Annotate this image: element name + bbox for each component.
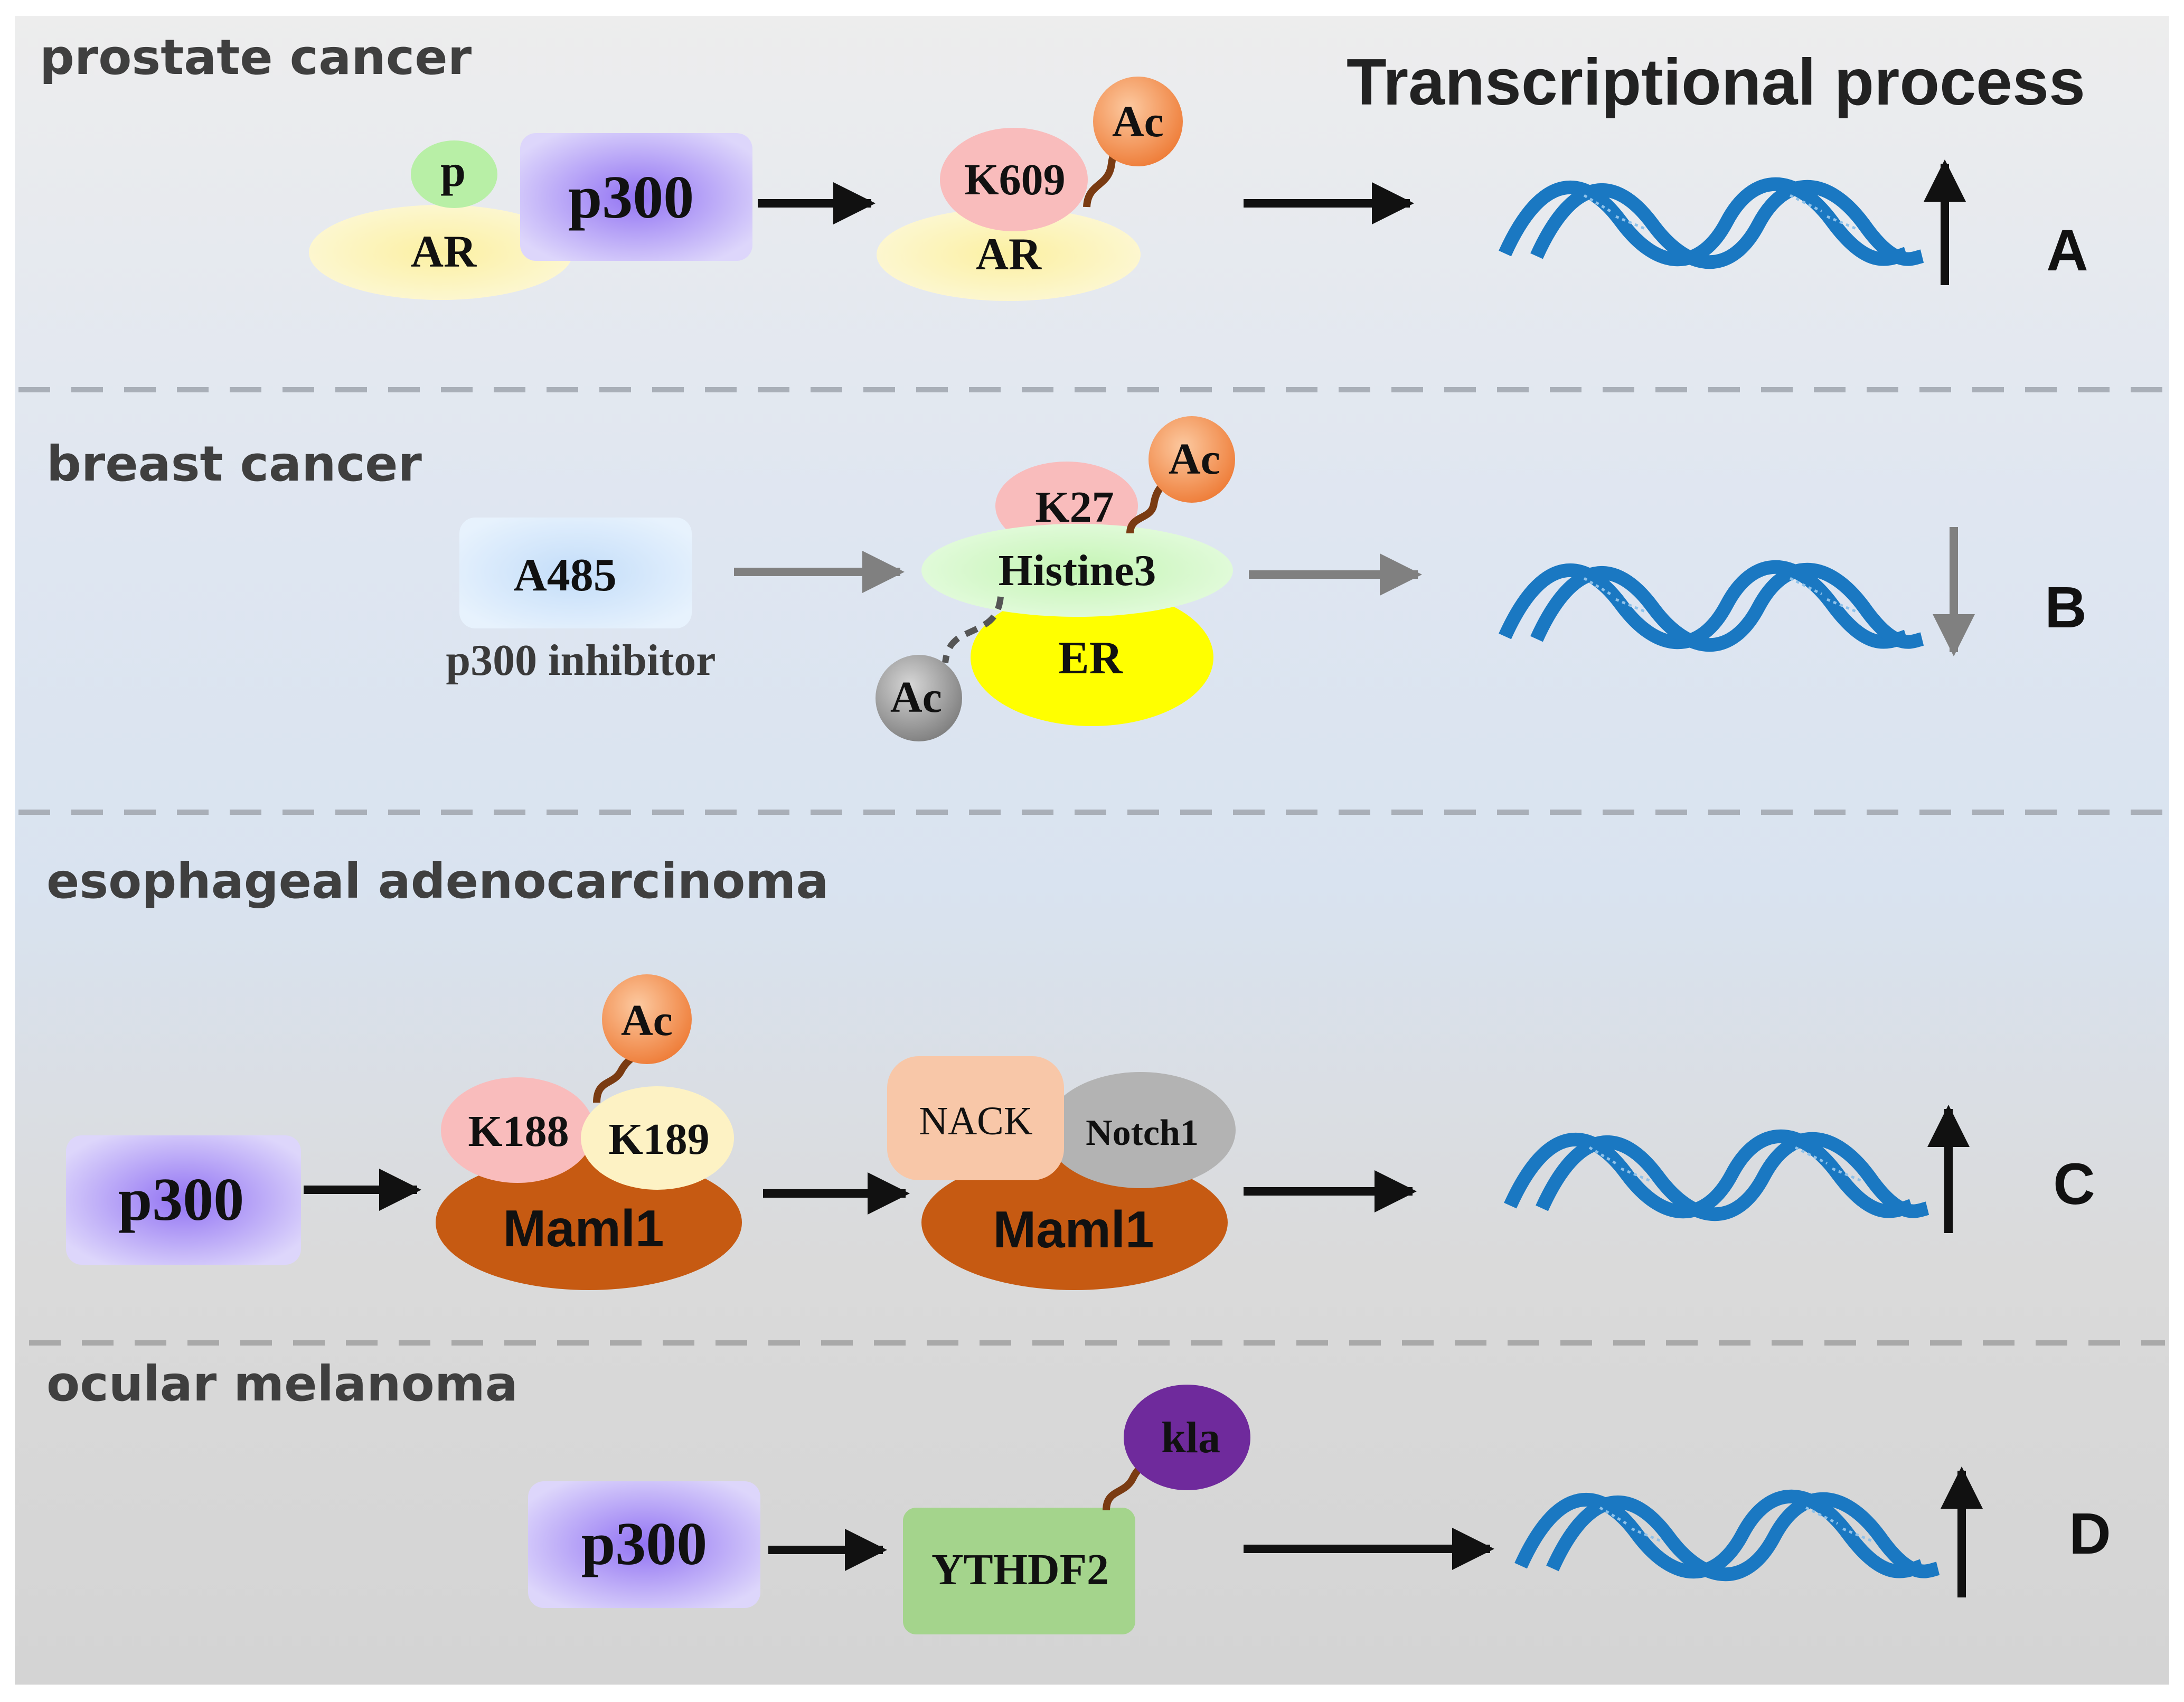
panel-letter-c: C xyxy=(2053,1152,2095,1217)
panel-letter-d: D xyxy=(2069,1501,2111,1566)
figure-title: Transcriptional process xyxy=(1347,46,2085,119)
p300-protein-a xyxy=(520,133,752,261)
ar-protein-left xyxy=(309,205,573,300)
notch1-label: Notch1 xyxy=(1086,1113,1199,1153)
nack-protein xyxy=(887,1056,1064,1180)
ythdf2-protein xyxy=(903,1508,1135,1634)
ythdf2-label: YTHDF2 xyxy=(931,1545,1109,1594)
a485-inhibitor xyxy=(459,518,692,628)
section-label-esophageal: esophageal adenocarcinoma xyxy=(46,853,829,909)
k609-residue xyxy=(940,128,1088,231)
k189-residue xyxy=(581,1086,734,1190)
panel-letter-a: A xyxy=(2046,218,2088,283)
acetyl-group-b xyxy=(1149,416,1235,503)
a485-label: A485 xyxy=(513,550,617,601)
nack-label: NACK xyxy=(919,1099,1032,1143)
acetyl-link-b xyxy=(1126,481,1168,534)
maml1-right xyxy=(921,1155,1228,1290)
er-receptor xyxy=(971,589,1213,726)
k188-label: K188 xyxy=(468,1107,569,1156)
p300-protein-c xyxy=(66,1135,301,1265)
section-label-breast: breast cancer xyxy=(46,436,422,492)
k189-label: K189 xyxy=(608,1115,709,1164)
panel-letter-b: B xyxy=(2045,575,2086,640)
removed-acetyl-group xyxy=(876,655,962,741)
p300-a-label: p300 xyxy=(568,164,694,231)
phospho-label: p xyxy=(440,145,466,196)
acetyl-group-a xyxy=(1093,77,1183,166)
section-label-prostate: prostate cancer xyxy=(40,29,472,86)
p300-c-label: p300 xyxy=(118,1166,244,1234)
k27-label: K27 xyxy=(1035,483,1114,532)
acetyl-c-label: Ac xyxy=(621,996,673,1045)
section-label-ocular: ocular melanoma xyxy=(46,1356,518,1412)
acetyl-b-label: Ac xyxy=(1169,435,1220,484)
ar-protein-right xyxy=(877,208,1141,301)
kla-group xyxy=(1124,1385,1250,1490)
histone3-label: Histine3 xyxy=(999,546,1156,595)
ar-left-label: AR xyxy=(411,226,477,277)
maml1-left-label: Maml1 xyxy=(503,1199,664,1257)
phospho-group xyxy=(411,140,497,208)
inhibitor-caption: p300 inhibitor xyxy=(446,636,716,685)
removed-acetyl-label: Ac xyxy=(890,673,942,722)
kla-label: kla xyxy=(1161,1413,1220,1462)
maml1-right-label: Maml1 xyxy=(993,1200,1154,1258)
k609-label: K609 xyxy=(964,155,1065,204)
figure-background xyxy=(15,16,2169,1685)
p300-d-label: p300 xyxy=(581,1510,708,1578)
p300-protein-d xyxy=(528,1481,760,1608)
acetyl-a-label: Ac xyxy=(1112,97,1164,146)
ar-right-label: AR xyxy=(976,229,1042,279)
k188-residue xyxy=(441,1077,594,1183)
histone3 xyxy=(921,524,1233,617)
er-label: ER xyxy=(1058,633,1124,684)
notch1-protein xyxy=(1046,1072,1236,1188)
acetyl-group-c xyxy=(602,974,692,1064)
